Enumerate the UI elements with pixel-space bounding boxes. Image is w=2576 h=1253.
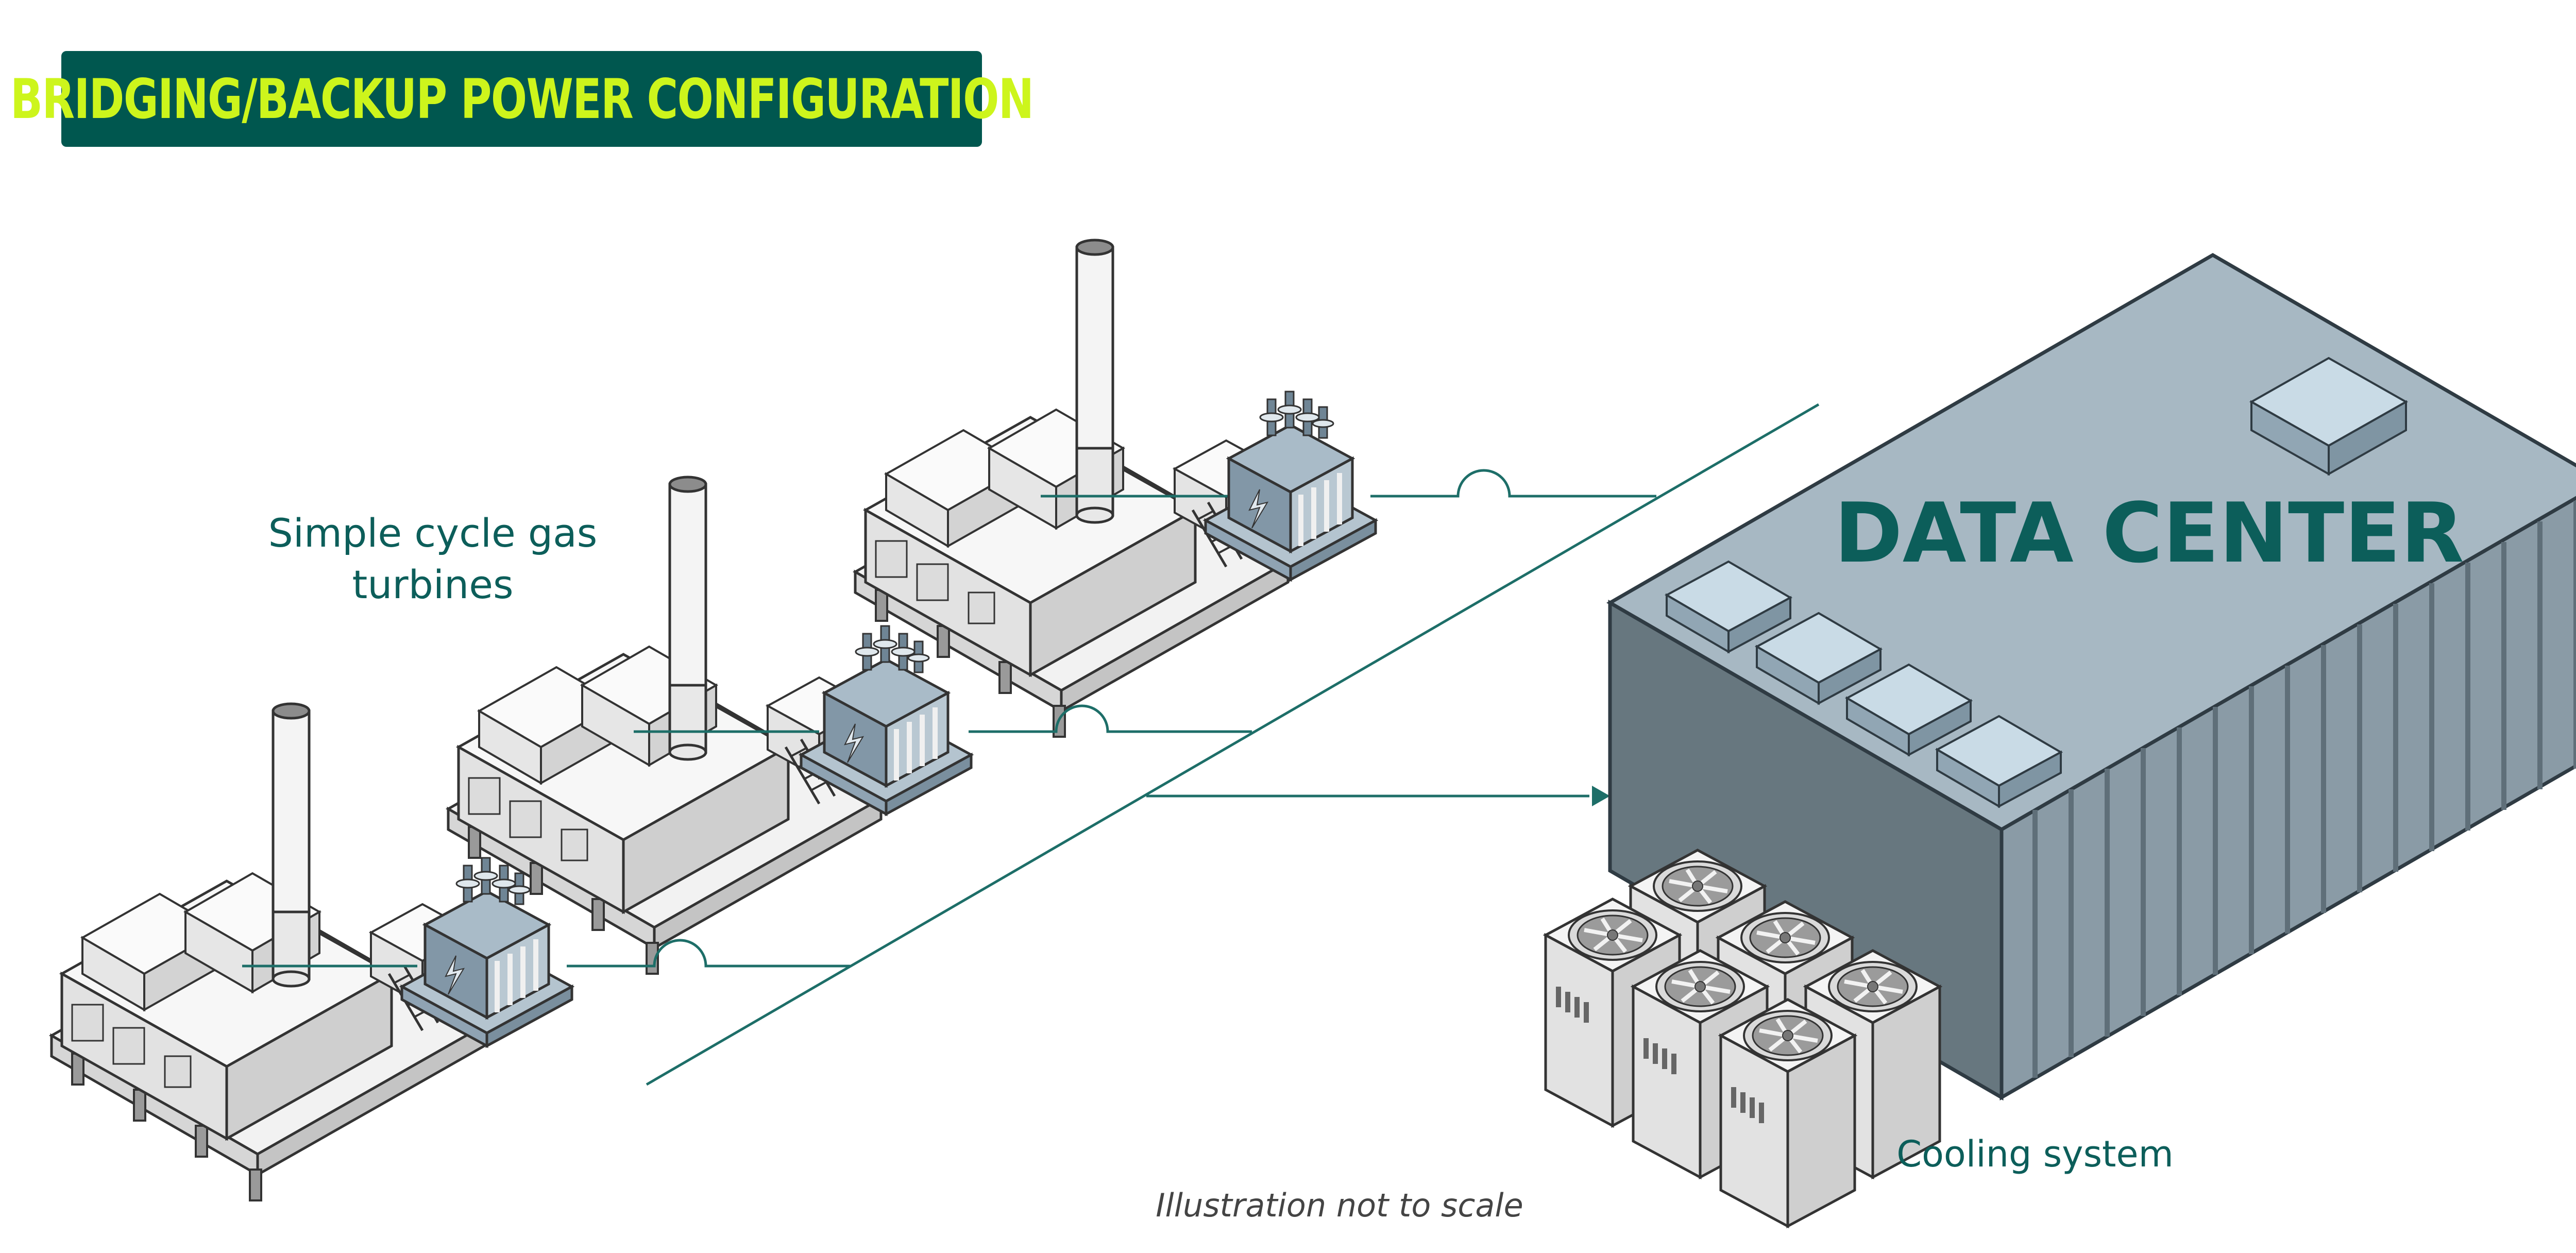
turbines-label: Simple cycle gas turbines: [268, 510, 598, 607]
arrow-head-icon: [1592, 786, 1610, 806]
cooling-system-label: Cooling system: [1896, 1133, 2174, 1175]
scale-note: Illustration not to scale: [1156, 1187, 1523, 1224]
diagram-title: BRIDGING/BACKUP POWER CONFIGURATION: [10, 67, 1034, 131]
data-center-label: DATA CENTER: [1834, 485, 2464, 581]
cooling-unit-icon: [1721, 1000, 1855, 1226]
gas-turbine-icon: [52, 704, 484, 1200]
connection-lines: [242, 469, 1656, 968]
power-bus-line: [646, 403, 1820, 1086]
title-banner: BRIDGING/BACKUP POWER CONFIGURATION: [10, 51, 1034, 147]
